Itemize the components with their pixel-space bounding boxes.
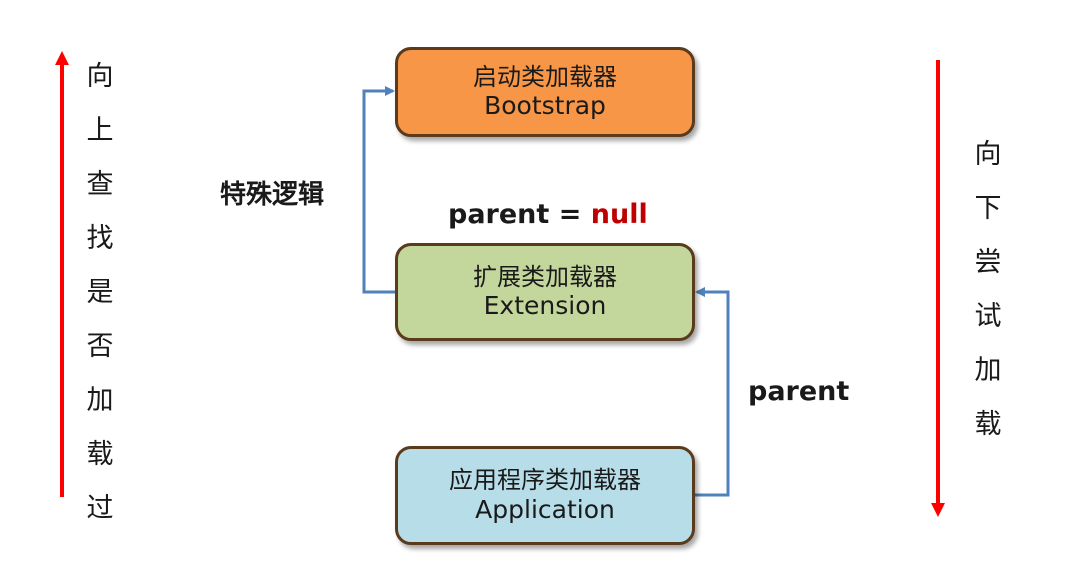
connector-application-to-extension xyxy=(695,287,730,497)
node-application: 应用程序类加载器 Application xyxy=(395,446,695,545)
left-char: 找 xyxy=(86,223,114,254)
left-char: 上 xyxy=(86,115,114,146)
label-parent-null: parent = null xyxy=(448,199,648,230)
label-special-logic: 特殊逻辑 xyxy=(220,180,325,210)
label-parent-null-null: null xyxy=(590,199,648,230)
right-char: 试 xyxy=(974,301,1002,332)
right-char: 向 xyxy=(974,139,1002,170)
left-char: 否 xyxy=(86,331,114,362)
node-application-en: Application xyxy=(475,494,615,524)
connector-extension-to-bootstrap xyxy=(362,86,398,294)
right-char: 加 xyxy=(974,355,1002,386)
node-bootstrap-en: Bootstrap xyxy=(484,91,606,121)
right-char: 载 xyxy=(974,409,1002,440)
node-bootstrap-cn: 启动类加载器 xyxy=(473,62,617,91)
node-extension-cn: 扩展类加载器 xyxy=(473,262,617,291)
left-char: 加 xyxy=(86,385,114,416)
right-char: 下 xyxy=(974,193,1002,224)
node-extension: 扩展类加载器 Extension xyxy=(395,243,695,341)
right-side-text: 向 下 尝 试 加 载 xyxy=(968,128,1008,452)
label-parent-null-equals: = xyxy=(549,199,591,230)
node-extension-en: Extension xyxy=(483,291,607,321)
left-char: 查 xyxy=(86,169,114,200)
left-char: 过 xyxy=(86,493,114,524)
label-parent-null-parent: parent xyxy=(448,199,550,230)
label-parent: parent xyxy=(748,376,850,407)
node-bootstrap: 启动类加载器 Bootstrap xyxy=(395,47,695,137)
left-side-text: 向 上 查 找 是 否 加 载 过 xyxy=(80,50,120,536)
left-char: 向 xyxy=(86,61,114,92)
right-char: 尝 xyxy=(974,247,1002,278)
node-application-cn: 应用程序类加载器 xyxy=(449,466,641,495)
left-char: 是 xyxy=(86,277,114,308)
left-char: 载 xyxy=(86,439,114,470)
